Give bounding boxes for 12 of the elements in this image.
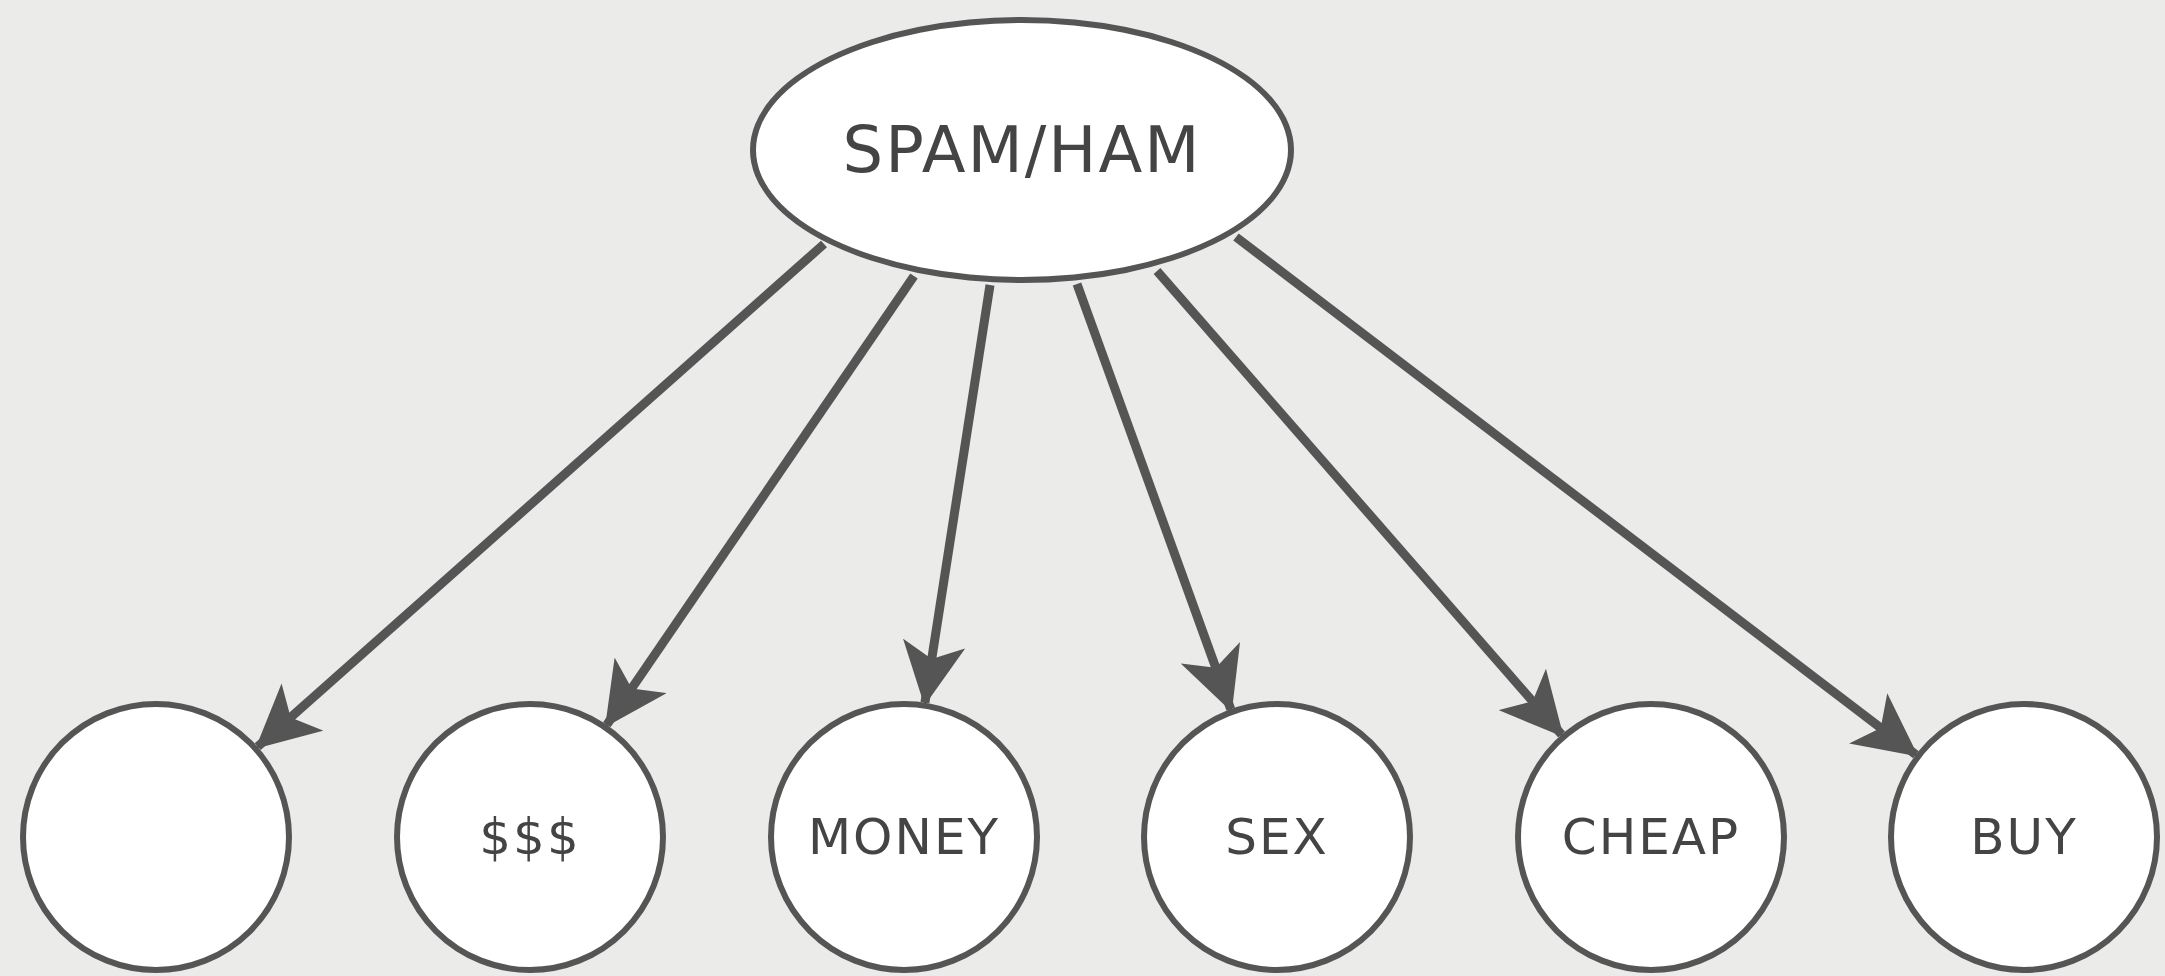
node-label: SEX <box>1225 808 1329 866</box>
arrow <box>254 240 827 751</box>
node-label: SPAM/HAM <box>842 113 1202 187</box>
arrow <box>1072 282 1240 713</box>
node-label: BUY <box>1970 808 2078 866</box>
arrow <box>1233 233 1919 759</box>
node-label: CHEAP <box>1561 808 1741 866</box>
arrow <box>903 284 995 706</box>
node-label: MONEY <box>808 808 1000 866</box>
node-label: $$$ <box>479 808 581 866</box>
arrow <box>1153 268 1565 738</box>
arrow <box>603 273 918 728</box>
